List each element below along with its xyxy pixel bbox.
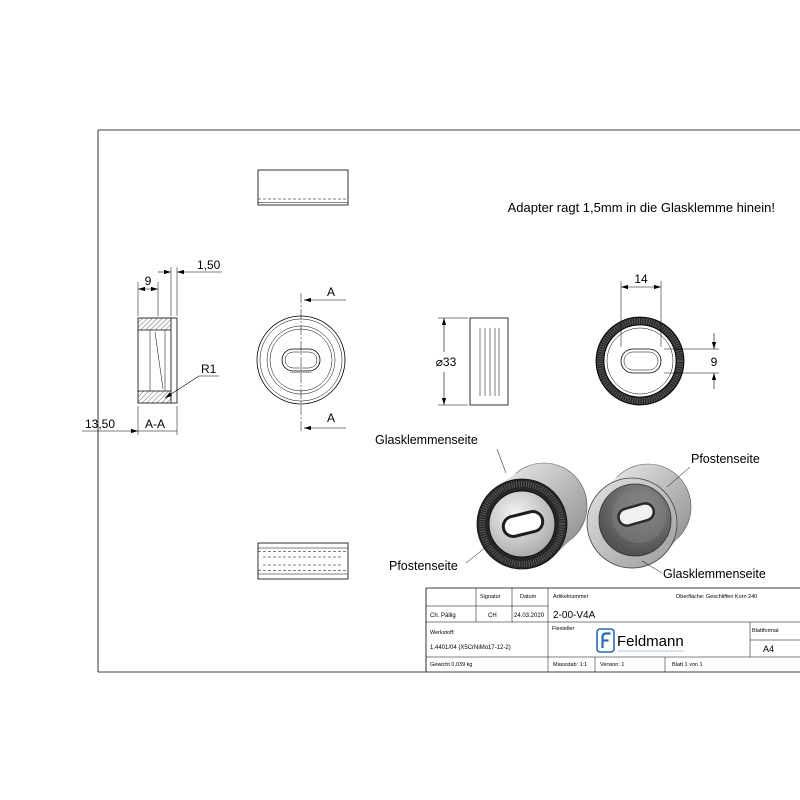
inner-circle bbox=[606, 327, 674, 395]
designation-label: Flexteller bbox=[552, 626, 574, 632]
company-name: Feldmann bbox=[617, 633, 684, 650]
slot-outline bbox=[620, 348, 662, 374]
header-signature: Signatur bbox=[480, 594, 501, 600]
render-pfostenseite: Pfostenseite Glasklemmenseite bbox=[586, 452, 766, 581]
dimension-width-value: 9 bbox=[145, 274, 152, 288]
weight: Gewicht 0,039 kg bbox=[430, 662, 473, 668]
side-view-outline bbox=[469, 317, 509, 406]
header-date: Datum bbox=[520, 594, 537, 600]
slot bbox=[617, 502, 656, 527]
material-value: 1.4401/04 (X5CrNiMo17-12-2) bbox=[430, 645, 511, 651]
sheet-format-label: Blattformat bbox=[752, 628, 779, 634]
slot-contour-line bbox=[154, 331, 164, 390]
dimension-diameter-value: ⌀33 bbox=[436, 355, 457, 369]
drawing-date: 24.03.2020 bbox=[514, 613, 545, 619]
section-marker-top: A bbox=[327, 285, 335, 299]
label-leader bbox=[641, 560, 663, 574]
bottom-view bbox=[257, 542, 349, 580]
render-left-top-label: Glasklemmenseite bbox=[375, 433, 478, 447]
sheet-format: A4 bbox=[763, 644, 774, 654]
label-leader bbox=[666, 466, 691, 488]
side-view: ⌀33 bbox=[436, 317, 509, 406]
dimension-depth-value: 13,50 bbox=[85, 417, 115, 431]
render-right-bottom-label: Glasklemmenseite bbox=[663, 567, 766, 581]
bottom-view-outline bbox=[257, 542, 349, 580]
dimension-lip-value: 1,50 bbox=[197, 258, 221, 272]
rubber-texture bbox=[479, 481, 565, 567]
hatched-top-wall bbox=[138, 318, 171, 330]
rubber-texture bbox=[597, 318, 683, 404]
slot-inner-outline bbox=[623, 351, 659, 371]
section-marker-bottom: A bbox=[327, 411, 335, 425]
author-name: Ch. Pällig bbox=[430, 613, 456, 619]
title-block: Signatur Datum Artikelnummer Oberfläche:… bbox=[425, 587, 800, 672]
section-view-a-a: 9 1,50 R1 13,50 A-A bbox=[82, 258, 222, 435]
scale: Massstab: 1:1 bbox=[553, 662, 587, 668]
hatched-bottom-wall bbox=[138, 391, 171, 403]
logo-frame bbox=[596, 628, 615, 653]
dimension-radius-value: R1 bbox=[201, 362, 217, 376]
label-leader bbox=[496, 448, 507, 474]
logo-mark bbox=[601, 632, 611, 648]
render-left-bottom-label: Pfostenseite bbox=[389, 559, 458, 573]
radius-leader bbox=[164, 375, 219, 399]
drawing-frame bbox=[97, 129, 800, 673]
slot-inner-outline bbox=[284, 351, 318, 369]
author-signature: CH bbox=[488, 613, 497, 619]
front-view: A A bbox=[256, 285, 346, 433]
material-label: Werkstoff: bbox=[430, 630, 455, 636]
section-outline bbox=[137, 317, 178, 404]
drawing-note: Adapter ragt 1,5mm in die Glasklemme hin… bbox=[508, 200, 775, 215]
slot bbox=[501, 510, 545, 538]
article-number: 2-00-V4A bbox=[553, 610, 596, 621]
inner-face bbox=[603, 324, 677, 398]
section-label: A-A bbox=[145, 417, 165, 431]
feldmann-logo-icon bbox=[596, 628, 615, 653]
version: Version: 1 bbox=[600, 662, 624, 668]
dimension-slot-height-value: 9 bbox=[711, 355, 718, 369]
label-leader bbox=[465, 542, 492, 564]
top-view bbox=[257, 169, 349, 206]
dimension-slot-length-value: 14 bbox=[634, 272, 648, 286]
render-glasklemmenseite: Glasklemmenseite Pfostenseite bbox=[375, 433, 588, 573]
surface-finish: Oberfläche: Geschliffen Korn 240 bbox=[676, 594, 757, 600]
render-right-top-label: Pfostenseite bbox=[691, 452, 760, 466]
header-article-number: Artikelnummer bbox=[553, 594, 589, 600]
top-view-outline bbox=[257, 169, 349, 206]
sheet-number: Blatt 1 von 1 bbox=[672, 662, 703, 668]
rear-view: 14 9 bbox=[595, 272, 719, 406]
